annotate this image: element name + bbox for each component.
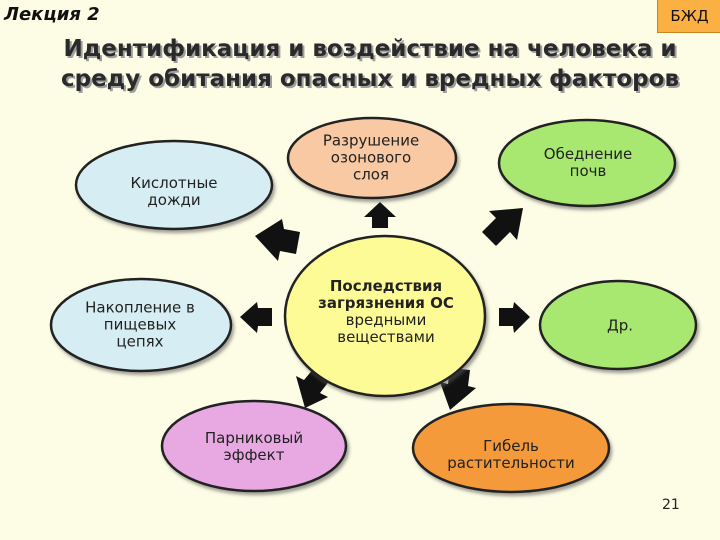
node-acid-rain-line: Кислотные — [130, 174, 218, 192]
node-soil-line: почв — [569, 162, 607, 180]
node-vegetation-label: Гибель растительности — [447, 438, 575, 472]
node-center-line: веществами — [337, 328, 435, 346]
node-accumulation-label: Накопление в пищевых цепях — [85, 298, 195, 351]
node-ozone-line: слоя — [352, 165, 390, 184]
node-greenhouse-line: эффект — [223, 446, 285, 464]
slide-title-line-2: среду обитания опасных и вредных факторо… — [60, 66, 679, 92]
node-accumulation-line: пищевых — [103, 315, 177, 334]
node-ozone-line: Разрушение — [322, 131, 420, 150]
node-vegetation — [411, 402, 611, 494]
node-other — [538, 279, 698, 371]
node-ozone-line: озонового — [330, 148, 412, 167]
node-ozone — [286, 116, 458, 200]
node-ozone-label: Разрушение озонового слоя — [322, 131, 420, 184]
slide-title-line-1: Идентификация и воздействие на человека … — [63, 36, 677, 62]
node-other-line: Др. — [606, 316, 634, 335]
lecture-label: Лекция 2 — [4, 4, 100, 25]
node-greenhouse-label: Парниковый эффект — [205, 430, 303, 464]
node-vegetation-line: растительности — [447, 454, 575, 472]
node-soil-label: Обеднение почв — [544, 146, 632, 180]
arrow-to-soil — [482, 208, 523, 246]
node-center-line: загрязнения ОС — [318, 294, 454, 312]
node-center-line: Последствия — [329, 277, 443, 295]
node-accumulation-line: Накопление в — [85, 298, 195, 317]
arrow-to-acid-rain — [255, 219, 300, 261]
node-soil-line: Обеднение — [543, 145, 633, 163]
node-greenhouse-line: Парниковый — [204, 429, 304, 447]
node-acid-rain-label: Кислотные дожди — [130, 175, 217, 209]
arrow-to-other — [499, 302, 530, 333]
node-soil — [497, 118, 677, 208]
node-center-line: вредными — [345, 311, 427, 329]
node-center — [283, 234, 487, 398]
arrow-to-ozone — [364, 202, 396, 228]
slide-title: Идентификация и воздействие на человека … — [30, 34, 710, 94]
node-greenhouse — [160, 399, 348, 493]
node-center-label: Последствия загрязнения ОС вредными веще… — [318, 278, 454, 346]
node-vegetation-line: Гибель — [483, 437, 539, 455]
node-acid-rain-line: дожди — [147, 191, 201, 209]
node-acid-rain — [74, 139, 274, 231]
node-accumulation-line: цепях — [116, 332, 164, 351]
node-accumulation — [49, 277, 233, 373]
arrow-to-accumulation — [240, 302, 272, 333]
page-number: 21 — [662, 497, 680, 513]
node-other-label: Др. — [606, 316, 634, 335]
course-badge: БЖД — [657, 0, 720, 33]
